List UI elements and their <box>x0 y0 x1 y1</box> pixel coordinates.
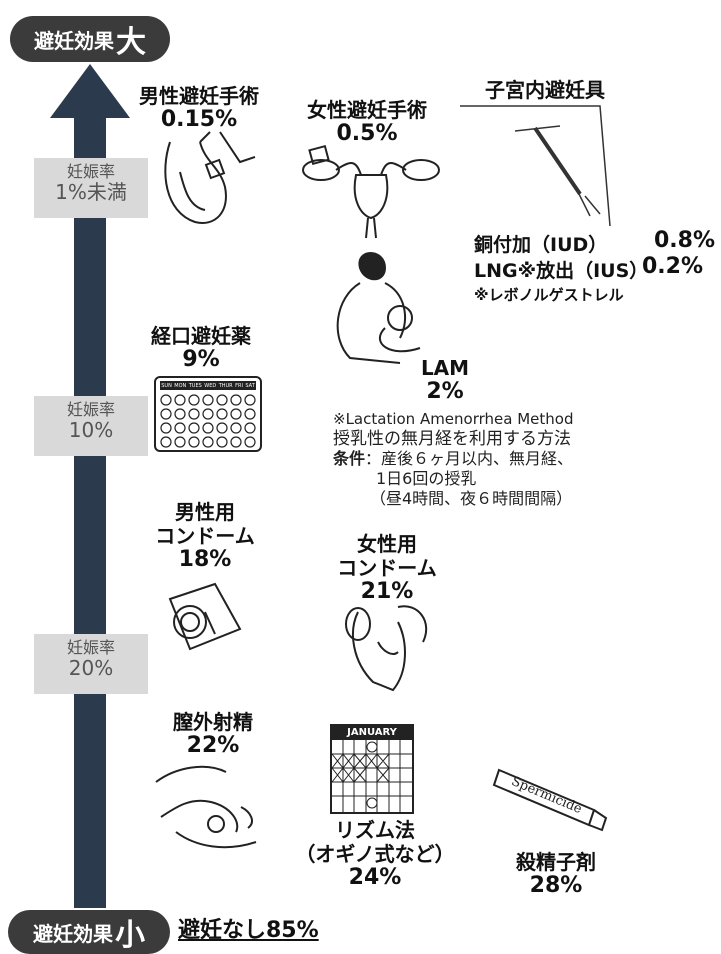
rhythm-label: リズム法 （オギノ式など） 24% <box>295 818 455 890</box>
pregnancy-band-1: 妊娠率 1%未満 <box>34 158 148 218</box>
iud-lng-rate: 0.2% <box>642 254 704 279</box>
iud-lng-label: LNG※放出（IUS） <box>474 260 649 282</box>
pill-day: SAT <box>245 382 255 389</box>
iud-lng-row: LNG※放出（IUS） 0.2% <box>474 254 714 283</box>
withdrawal-illustration <box>155 765 257 849</box>
iud-illustration <box>460 105 611 227</box>
male-sterilization-illustration <box>164 131 256 224</box>
band-label: 妊娠率 <box>66 638 115 657</box>
calendar-grid <box>331 740 412 812</box>
lam-conditions: 条件：産後６ヶ月以内、無月経、 <box>333 450 573 468</box>
iud-copper-label: 銅付加（IUD） <box>474 234 608 256</box>
male-condom-illustration <box>168 582 242 651</box>
spermicide-tube-illustration: Spermicide <box>492 768 608 832</box>
pill-day: TUES <box>188 382 202 389</box>
pill-day: WED <box>204 382 217 389</box>
band-value: 1%未満 <box>55 180 127 204</box>
pregnancy-band-3: 妊娠率 20% <box>34 634 148 694</box>
pill-day: SUN <box>161 382 172 389</box>
female-condom-label: 女性用 コンドーム 21% <box>337 532 437 604</box>
pill-label: 経口避妊薬 9% <box>151 324 251 372</box>
iud-copper-row: 銅付加（IUD） 0.8% <box>474 228 716 257</box>
calendar-illustration: JANUARY <box>330 724 414 814</box>
pill-day: FRI <box>235 382 243 389</box>
no-contraception-label: 避妊なし85% <box>178 918 319 943</box>
top-effect-label: 避妊効果大 <box>10 16 170 62</box>
lam-conditions-interval: （昼4時間、夜６時間間隔） <box>370 489 573 508</box>
withdrawal-label: 膣外射精 22% <box>173 710 253 758</box>
pill-pack-illustration: SUN MON TUES WED THUR FRI SAT <box>154 376 262 452</box>
pregnancy-band-2: 妊娠率 10% <box>34 396 148 456</box>
spermicide-label: 殺精子剤 28% <box>516 850 596 898</box>
pill-grid <box>160 394 256 448</box>
calendar-month: JANUARY <box>332 726 412 740</box>
band-label: 妊娠率 <box>66 400 115 419</box>
lam-note-english: ※Lactation Amenorrhea Method <box>333 410 574 428</box>
pill-day: THUR <box>218 382 233 389</box>
band-label: 妊娠率 <box>66 162 115 181</box>
female-sterilization-illustration <box>302 144 440 239</box>
male-condom-label: 男性用 コンドーム 18% <box>155 500 255 572</box>
pill-days-header: SUN MON TUES WED THUR FRI SAT <box>160 381 256 390</box>
band-value: 20% <box>68 656 114 680</box>
lam-conditions-label: 条件 <box>333 449 366 468</box>
bottom-effect-label: 避妊効果小 <box>8 910 170 954</box>
iud-note: ※レボノルゲストレル <box>474 286 624 304</box>
band-value: 10% <box>68 418 114 442</box>
lam-label: LAM 2% <box>420 356 470 404</box>
iud-title: 子宮内避妊具 <box>485 78 605 102</box>
female-condom-illustration <box>345 605 428 692</box>
lam-note-japanese: 授乳性の無月経を利用する方法 <box>333 429 571 449</box>
lam-conditions-feeding: 1日6回の授乳 <box>376 469 477 488</box>
iud-copper-rate: 0.8% <box>654 228 716 253</box>
female-sterilization-label: 女性避妊手術 0.5% <box>307 98 427 146</box>
lam-conditions-text: ：産後６ヶ月以内、無月経、 <box>365 449 574 468</box>
male-sterilization-label: 男性避妊手術 0.15% <box>139 84 259 132</box>
pill-day: MON <box>174 382 187 389</box>
breastfeeding-illustration <box>336 252 421 364</box>
